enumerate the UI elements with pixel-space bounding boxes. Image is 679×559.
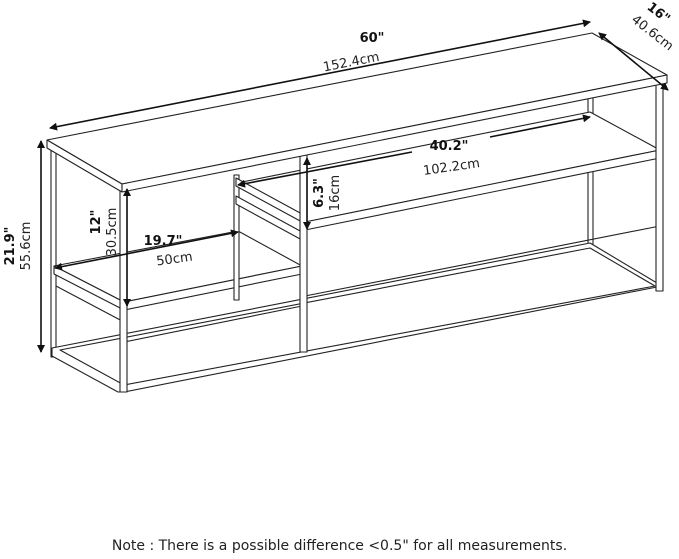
- tv-stand-illustration: [46, 32, 668, 393]
- large-shelf-width-inches-label: 40.2": [430, 139, 469, 154]
- small-shelf-clearance-cm-label: 30.5cm: [105, 208, 120, 257]
- large-shelf-clearance-inches-label: 6.3": [312, 178, 327, 208]
- width-inches-label: 60": [360, 31, 385, 46]
- height-inches-label: 21.9": [3, 227, 18, 266]
- large-shelf-width-arrow-right: [489, 114, 591, 138]
- width-arrow: [49, 19, 591, 131]
- width-cm-label: 152.4cm: [322, 50, 381, 76]
- large-shelf-width-arrow: [237, 151, 413, 188]
- measurement-note: Note : There is a possible difference <0…: [111, 538, 568, 554]
- small-shelf-width-arrow: [54, 229, 239, 271]
- small-shelf-width-inches-label: 19.7": [144, 234, 183, 249]
- large-shelf-clearance-cm-label: 16cm: [328, 175, 343, 211]
- small-shelf-width-cm-label: 50cm: [155, 250, 193, 270]
- depth-arrow: [598, 32, 669, 91]
- height-cm-label: 55.6cm: [19, 222, 34, 271]
- small-shelf-clearance-inches-label: 12": [89, 210, 104, 235]
